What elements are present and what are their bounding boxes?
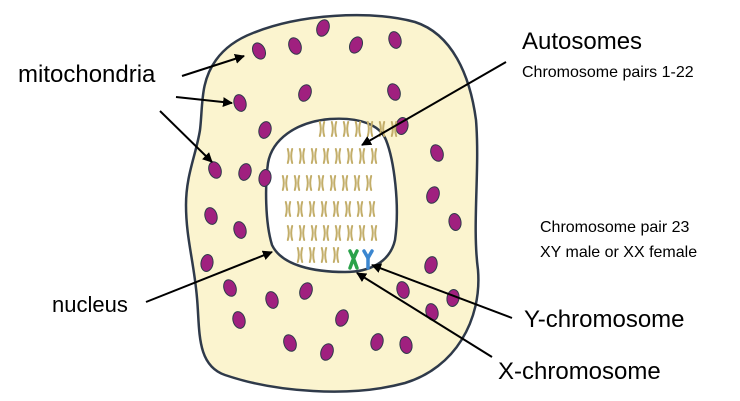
autosome-pair — [296, 201, 304, 217]
mitochondrion — [388, 31, 402, 49]
autosome-pair — [286, 225, 294, 241]
autosome-pair — [344, 201, 352, 217]
autosome-pair — [298, 148, 306, 164]
mitochondrion — [335, 309, 349, 327]
mitochondrion — [258, 169, 272, 187]
autosome-pair — [310, 148, 318, 164]
autosomes-label: Autosomes — [522, 28, 643, 55]
x-chromosome-label: X-chromosome — [498, 358, 661, 385]
autosome-pair — [334, 148, 342, 164]
mitochondrion — [396, 281, 410, 299]
autosome-pair — [334, 225, 342, 241]
mitochondrion — [233, 94, 247, 112]
autosome-pair — [370, 225, 378, 241]
autosome-pair — [305, 175, 313, 191]
autosome-pair — [322, 148, 330, 164]
mitochondrion — [387, 83, 401, 101]
autosome-pair — [317, 175, 325, 191]
mitochondrion — [232, 311, 246, 329]
autosome-pair — [368, 201, 376, 217]
autosome-pair — [330, 121, 338, 137]
autosome-pair — [358, 225, 366, 241]
mitochondrion — [448, 213, 462, 231]
mitochondrion — [348, 36, 364, 54]
autosome-pair — [346, 225, 354, 241]
mitochondrion — [299, 282, 313, 300]
autosome-pair — [332, 201, 340, 217]
autosome-pair — [342, 121, 350, 137]
arrow-y-chromosome — [371, 263, 513, 319]
mitochondrion — [430, 144, 444, 162]
mitochondria-label: mitochondria — [18, 61, 156, 88]
autosome-pair — [341, 175, 349, 191]
autosomes-sublabel: Chromosome pairs 1-22 — [522, 64, 694, 81]
mitochondria-group — [200, 19, 462, 361]
mitochondrion — [370, 333, 384, 351]
arrow-nucleus — [145, 250, 273, 303]
nucleus-membrane — [264, 117, 399, 274]
mitochondrion — [265, 291, 279, 309]
mitochondrion — [320, 343, 334, 361]
autosome-pair — [310, 225, 318, 241]
autosome-pair — [296, 247, 304, 263]
mitochondrion — [288, 37, 302, 55]
y-chromosome — [362, 249, 374, 270]
autosome-pair — [322, 225, 330, 241]
nucleus-label: nucleus — [52, 292, 128, 317]
arrow-mitochondria-2 — [175, 96, 233, 108]
autosome-pair — [354, 121, 362, 137]
x-chromosome — [348, 249, 359, 270]
mitochondrion — [283, 334, 297, 352]
mitochondrion — [251, 42, 267, 60]
autosomes-group — [281, 121, 398, 263]
mitochondrion — [316, 19, 330, 37]
autosome-pair — [390, 121, 398, 137]
autosome-pair — [329, 175, 337, 191]
autosome-pair — [286, 148, 294, 164]
autosome-pair — [358, 148, 366, 164]
pair23-label-line1: Chromosome pair 23 — [540, 219, 690, 236]
autosome-pair — [370, 148, 378, 164]
arrow-x-chromosome — [356, 272, 493, 358]
mitochondrion — [233, 221, 247, 239]
autosome-pair — [353, 175, 361, 191]
autosome-pair — [320, 247, 328, 263]
arrow-mitochondria-3 — [159, 110, 213, 163]
autosome-pair — [308, 201, 316, 217]
autosome-pair — [318, 121, 326, 137]
mitochondrion — [238, 163, 252, 181]
mitochondrion — [223, 279, 237, 297]
arrow-autosomes — [361, 61, 507, 146]
pair23-label-line2: XY male or XX female — [540, 244, 698, 261]
autosome-pair — [308, 247, 316, 263]
autosome-pair — [365, 175, 373, 191]
mitochondrion — [426, 186, 440, 204]
autosome-pair — [366, 121, 374, 137]
mitochondrion — [258, 121, 272, 139]
autosome-pair — [284, 201, 292, 217]
y-chromosome-label: Y-chromosome — [524, 306, 685, 333]
mitochondrion — [204, 207, 218, 225]
autosome-pair — [356, 201, 364, 217]
autosome-pair — [298, 225, 306, 241]
autosome-pair — [332, 247, 340, 263]
mitochondrion — [200, 254, 214, 272]
autosome-pair — [346, 148, 354, 164]
mitochondrion — [424, 256, 438, 274]
autosome-pair — [293, 175, 301, 191]
autosome-pair — [320, 201, 328, 217]
autosome-pair — [281, 175, 289, 191]
arrow-mitochondria-1 — [181, 54, 245, 77]
mitochondrion — [298, 84, 312, 102]
mitochondrion — [399, 336, 413, 354]
